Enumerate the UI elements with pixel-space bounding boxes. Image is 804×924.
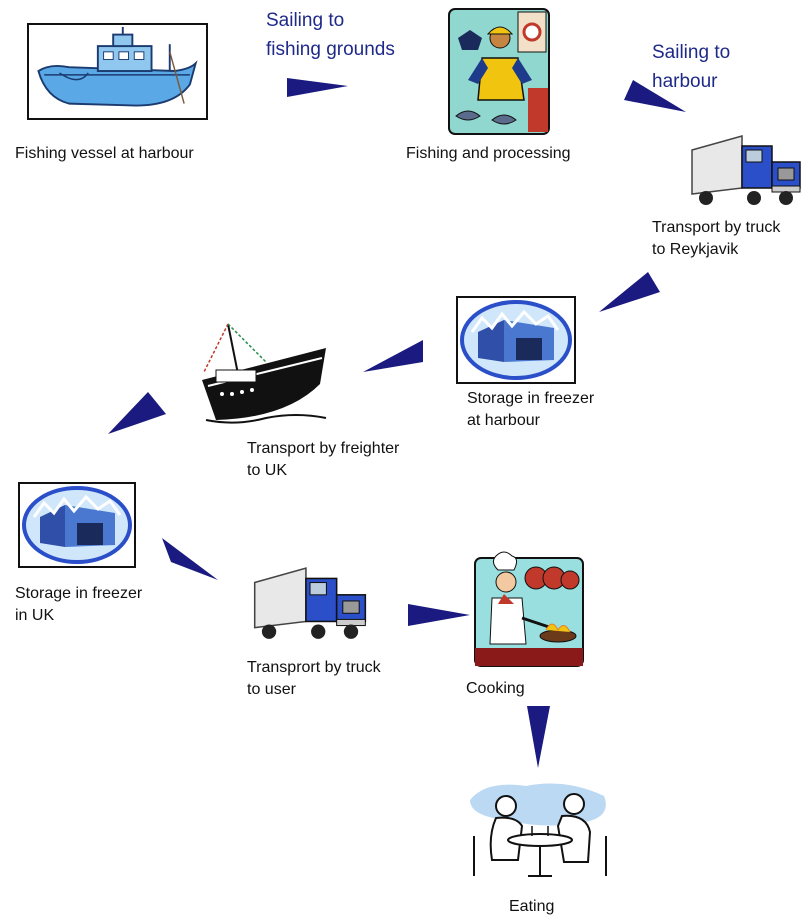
arrow-truck-to-cooking (408, 604, 470, 626)
label-cooking: Cooking (466, 680, 525, 697)
arrow-fishing-to-truck (624, 80, 686, 112)
truck-reykjavik-picture (688, 128, 802, 210)
label-fishing-processing: Fishing and processing (406, 145, 571, 162)
eating-picture (466, 776, 614, 880)
fishing-vessel-picture (27, 23, 208, 120)
label-freighter: Transport by freighter to UK (247, 440, 400, 479)
fishing-boat-icon (37, 26, 198, 107)
label-storage-harbour: Storage in freezer at harbour (467, 390, 595, 429)
cooking-picture (474, 548, 584, 668)
freezer-warehouse-icon (460, 300, 572, 380)
storage-harbour-picture (456, 296, 576, 384)
freighter-ship-icon (202, 323, 327, 424)
fisherman-icon (448, 8, 550, 135)
step-label-sailing-back: Sailing to harbour (652, 42, 731, 92)
label-truck-reykjavik: Transport by truck to Reykjavik (652, 219, 781, 258)
chef-icon (474, 551, 584, 667)
storage-uk-picture (18, 482, 136, 568)
step-label-sailing-out: Sailing to fishing grounds (266, 10, 395, 60)
arrow-freighter-to-storage-uk (108, 392, 166, 434)
arrow-storage-uk-to-truck (162, 538, 218, 580)
label-truck-user: Transprort by truck to user (247, 659, 381, 698)
arrow-vessel-to-fishing (287, 78, 348, 97)
diners-icon (470, 783, 607, 877)
label-fishing-vessel: Fishing vessel at harbour (15, 145, 194, 162)
arrow-truck-to-storage (599, 272, 660, 312)
label-storage-uk: Storage in freezer in UK (15, 585, 143, 624)
truck-icon (691, 135, 801, 205)
arrow-cooking-to-eating (527, 706, 550, 768)
freighter-picture (196, 322, 332, 426)
arrow-storage-to-freighter (363, 340, 423, 372)
fishing-processing-picture (448, 8, 550, 135)
truck-icon (253, 567, 367, 639)
truck-user-picture (249, 560, 369, 644)
label-eating: Eating (509, 898, 555, 915)
freezer-warehouse-icon (22, 486, 132, 564)
